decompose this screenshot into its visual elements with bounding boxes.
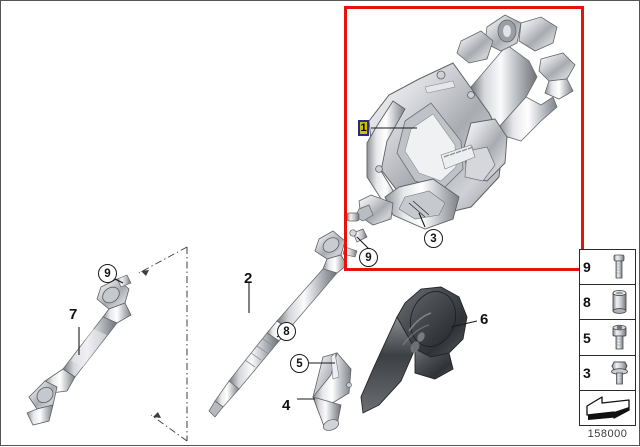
callout-6[interactable]: 6: [480, 311, 489, 328]
callout-8[interactable]: 8: [277, 322, 296, 341]
flange-bolt-icon: [611, 361, 628, 385]
socket-screw-icon: [612, 324, 627, 349]
bolt-icon: [613, 254, 625, 279]
parts-legend-strip: 9 8 5: [579, 249, 636, 426]
drawing-code: 158000: [587, 428, 628, 440]
arrow-icon: [586, 396, 630, 420]
legend-item-5[interactable]: 5: [580, 320, 635, 356]
callout-2[interactable]: 2: [244, 270, 253, 287]
legend-item-arrow[interactable]: [580, 391, 635, 425]
legend-number-8: 8: [583, 294, 591, 311]
callout-4[interactable]: 4: [282, 397, 291, 414]
legend-item-3[interactable]: 3: [580, 356, 635, 391]
callout-7[interactable]: 7: [69, 306, 78, 323]
legend-item-9[interactable]: 9: [580, 250, 635, 286]
highlighted-region[interactable]: [344, 6, 584, 271]
legend-item-8[interactable]: 8: [580, 285, 635, 321]
part-label-1[interactable]: 1: [358, 120, 369, 136]
callout-9-right[interactable]: 9: [359, 248, 378, 267]
sleeve-icon: [612, 290, 627, 315]
callout-3[interactable]: 3: [424, 229, 443, 248]
legend-number-5: 5: [583, 329, 591, 346]
callout-9-left[interactable]: 9: [98, 264, 117, 283]
callout-5[interactable]: 5: [290, 354, 309, 373]
legend-number-3: 3: [583, 364, 591, 381]
legend-number-9: 9: [583, 259, 591, 276]
